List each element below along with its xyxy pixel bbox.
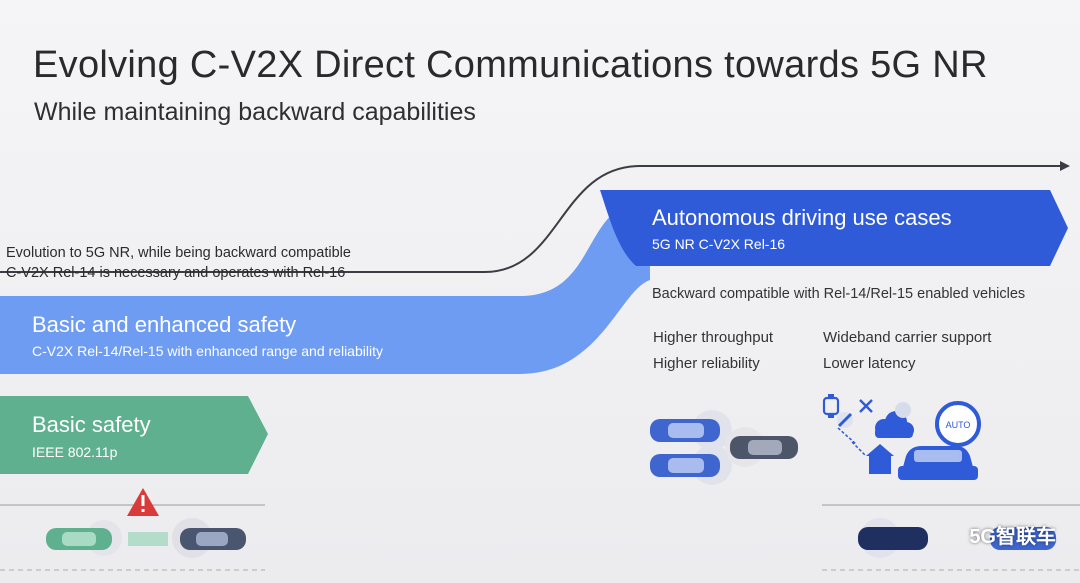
evolution-arrowhead — [1060, 161, 1070, 171]
enhanced-safety-title: Basic and enhanced safety — [32, 312, 297, 337]
evolution-line — [0, 165, 1060, 273]
autonomous-sub: 5G NR C-V2X Rel-16 — [652, 236, 786, 252]
cloud-icon — [875, 411, 914, 438]
blue-car-top-icon — [650, 410, 732, 450]
autonomous-band — [600, 190, 1068, 266]
watch-icon — [822, 394, 840, 418]
watermark: 5G智联车 — [969, 526, 1056, 548]
auto-sign-icon: AUTO — [935, 401, 981, 447]
wrench-icon — [837, 412, 853, 428]
house-icon — [866, 444, 894, 474]
autonomous-car-icon — [898, 446, 978, 480]
feature-lower-latency: Lower latency — [823, 355, 916, 372]
signal-dot — [895, 402, 911, 418]
page-title: Evolving C-V2X Direct Communications tow… — [33, 44, 988, 86]
backward-compat-note: Backward compatible with Rel-14/Rel-15 e… — [652, 286, 1026, 302]
feature-higher-reliability: Higher reliability — [653, 355, 760, 372]
enhanced-safety-band — [0, 200, 650, 374]
svg-text:AUTO: AUTO — [946, 420, 971, 430]
basic-safety-title: Basic safety — [32, 412, 151, 437]
feature-wideband-carrier: Wideband carrier support — [823, 329, 992, 346]
evolution-note-line2: C-V2X Rel-14 is necessary and operates w… — [6, 265, 346, 281]
connection-lines — [837, 427, 867, 457]
autonomous-title: Autonomous driving use cases — [652, 205, 952, 230]
feature-higher-throughput: Higher throughput — [653, 329, 774, 346]
basic-safety-band — [0, 396, 268, 474]
warning-icon — [127, 488, 159, 516]
evolution-note-line1: Evolution to 5G NR, while being backward… — [6, 245, 351, 261]
close-x-icon — [859, 399, 873, 413]
gray-car-icon — [172, 518, 246, 558]
green-car-icon — [46, 520, 122, 556]
bottom-right-car-icon — [858, 518, 1056, 558]
blue-car-bottom-icon — [650, 445, 732, 485]
legacy-car-icon — [725, 427, 798, 467]
basic-safety-sub: IEEE 802.11p — [32, 444, 118, 460]
motion-trail — [128, 532, 168, 546]
page-subtitle: While maintaining backward capabilities — [34, 98, 476, 126]
enhanced-safety-sub: C-V2X Rel-14/Rel-15 with enhanced range … — [32, 343, 383, 359]
